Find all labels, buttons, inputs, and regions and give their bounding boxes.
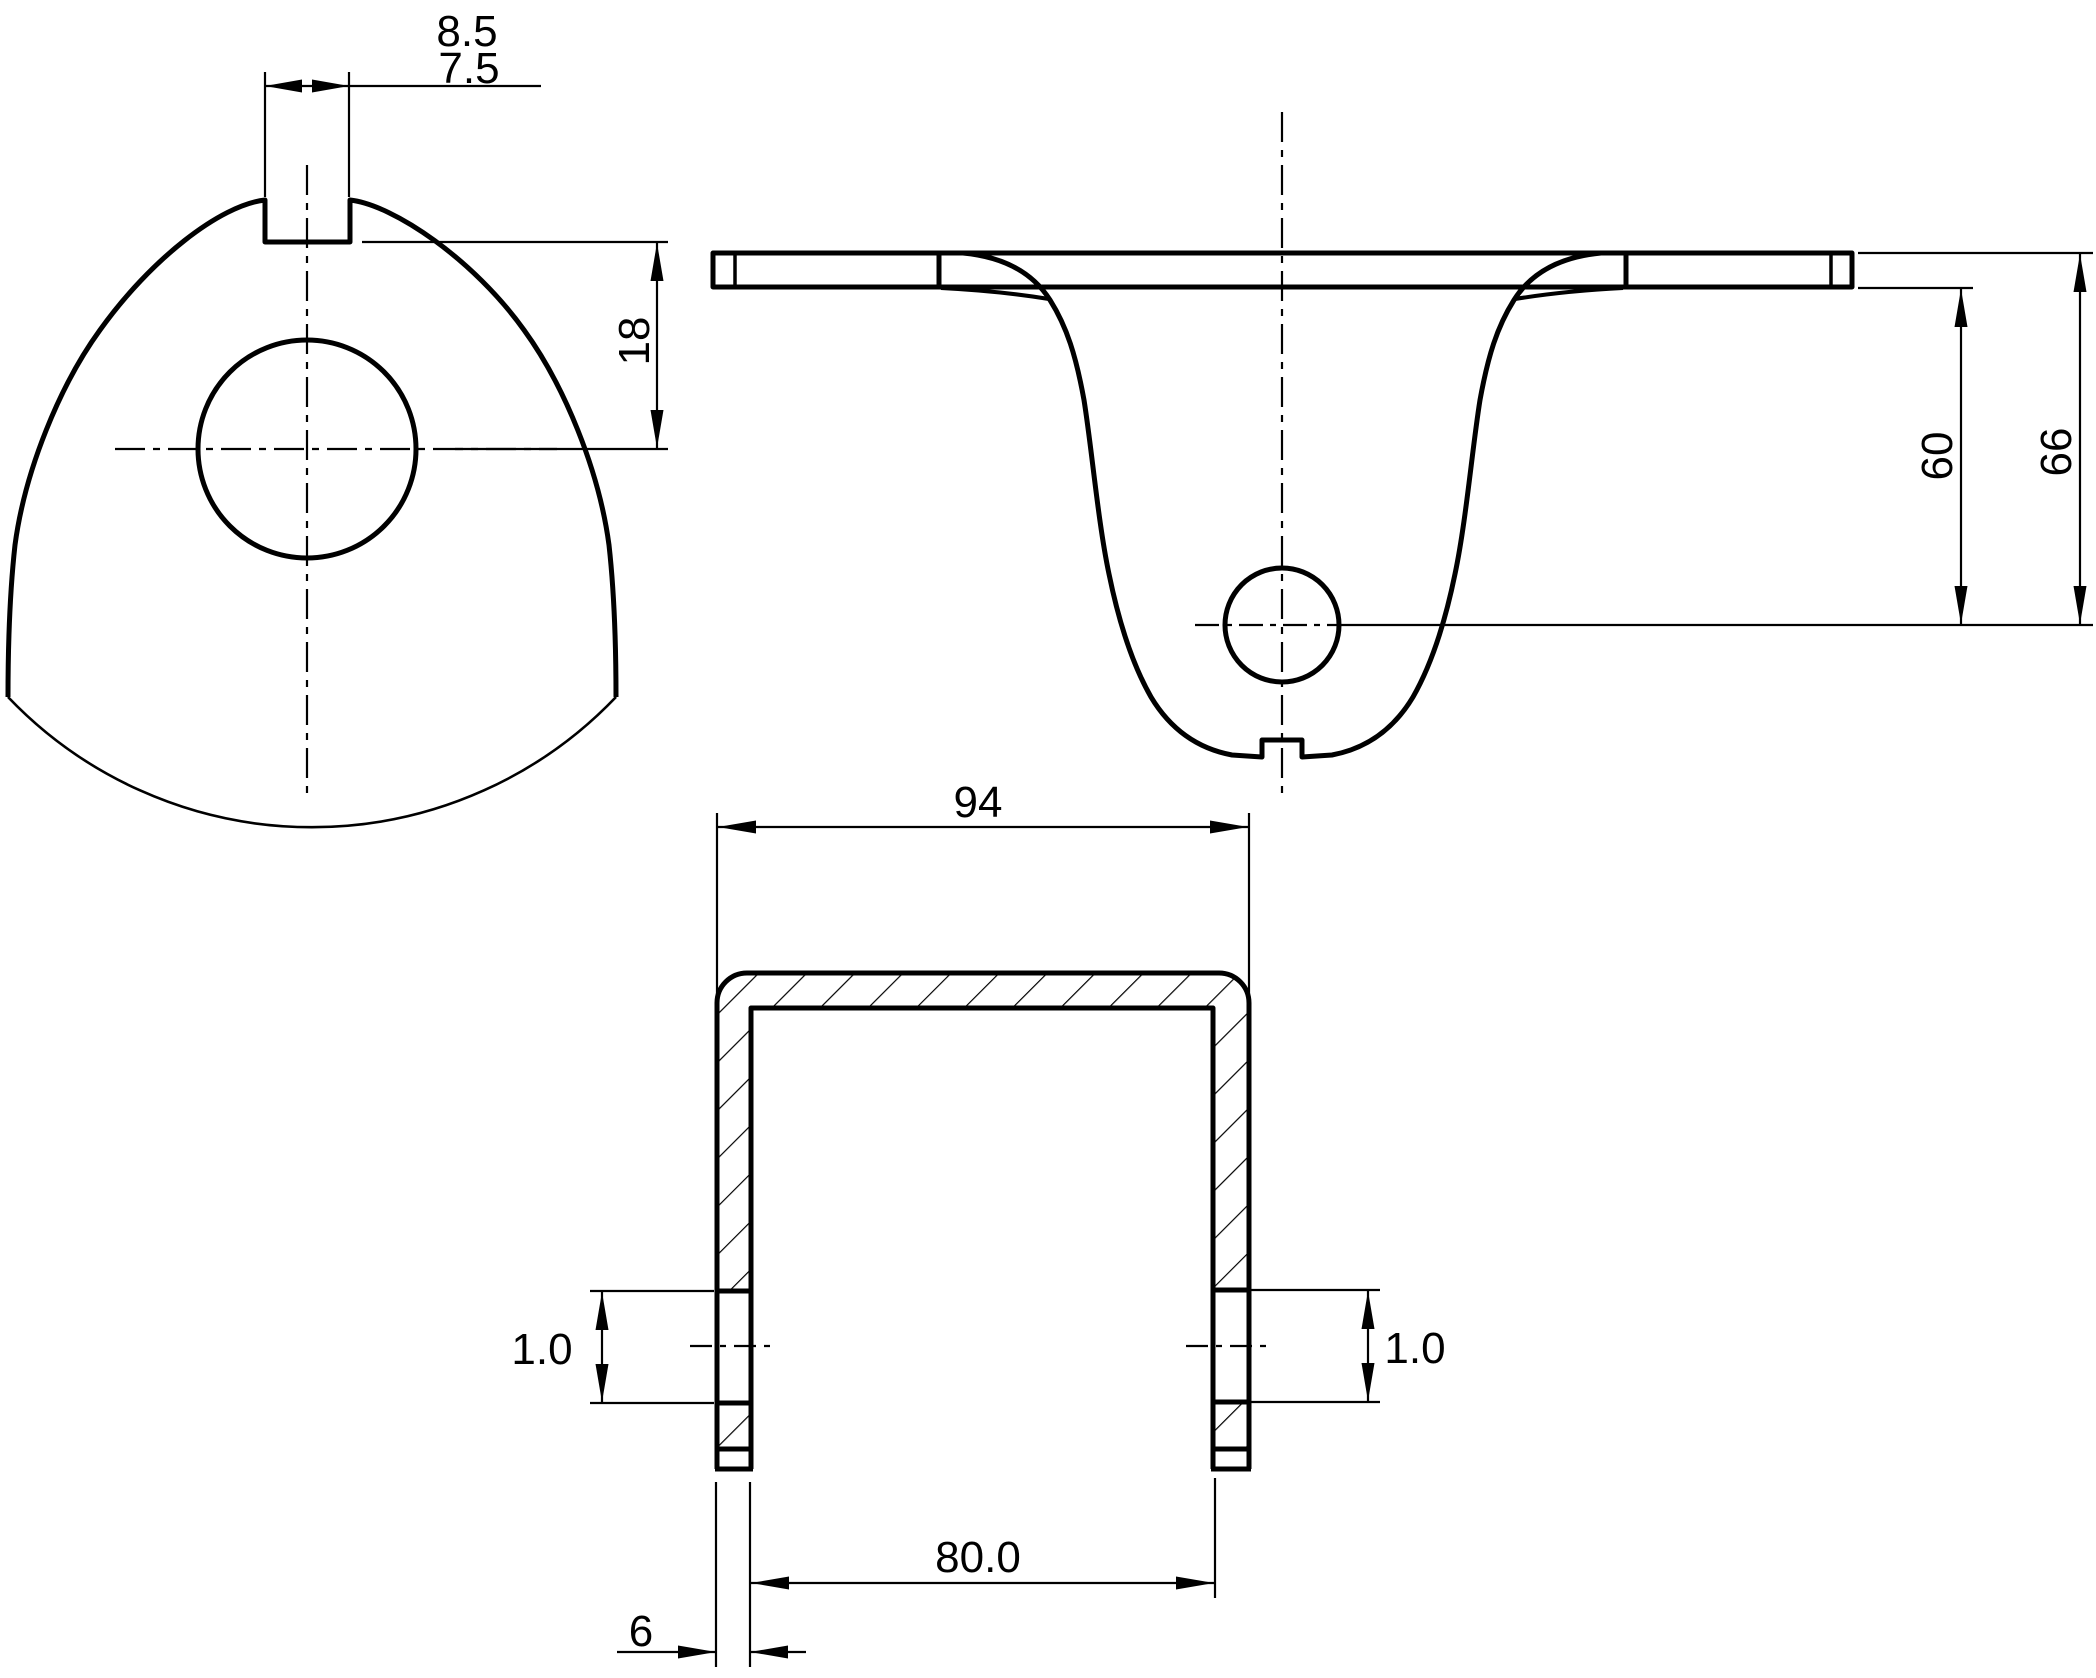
- arrowhead-pointing-right: [678, 1645, 716, 1659]
- dimension-18: 18: [362, 240, 668, 451]
- dimension-60-66: 60 66: [1350, 251, 2093, 627]
- hatch-region-right-leg: [1213, 1402, 1249, 1449]
- dimension-label-60: 60: [1913, 432, 1962, 481]
- dimension-label: 18: [610, 317, 659, 366]
- arrowhead-left: [265, 79, 302, 93]
- front-view-plate: [710, 250, 1855, 290]
- dimension-label-66: 66: [2032, 428, 2081, 477]
- arrowhead-up: [2073, 254, 2087, 292]
- dimension-label: 80.0: [935, 1533, 1021, 1582]
- arrowhead-right: [312, 79, 349, 93]
- dimension-slot-width: 8.5 7.5: [263, 7, 541, 197]
- dimension-label: 94: [954, 778, 1003, 827]
- dimension-label: 1.0: [511, 1325, 572, 1374]
- arrowhead-down: [2073, 586, 2087, 624]
- arrowhead-right: [1176, 1576, 1214, 1590]
- arrowhead-up: [595, 1292, 609, 1330]
- arrowhead-pointing-left: [750, 1645, 788, 1659]
- hatch-region-top: [717, 973, 1249, 1291]
- arrowhead-up: [650, 243, 664, 281]
- dimension-80: 80.0: [748, 1478, 1217, 1667]
- section-view: [690, 970, 1273, 1472]
- dimension-6: 6: [617, 1482, 806, 1667]
- arrowhead-up: [1361, 1291, 1375, 1329]
- dimension-left-gap: 1.0: [511, 1289, 714, 1405]
- arrowhead-left: [751, 1576, 789, 1590]
- dimension-label-upper: 8.5: [436, 7, 497, 56]
- arrowhead-down: [595, 1364, 609, 1402]
- side-view-bottom-arc: [7, 696, 617, 829]
- dimension-label: 1.0: [1384, 1324, 1445, 1373]
- front-view: [710, 112, 1855, 795]
- arrowhead-right: [1210, 820, 1248, 834]
- channel-outer-outline: [714, 970, 1252, 1469]
- side-view: [5, 165, 619, 829]
- dimension-label-lower: 7.5: [438, 44, 499, 93]
- dimension-94: 94: [715, 778, 1251, 1005]
- channel-inner-outline: [748, 1005, 1216, 1469]
- arrowhead-down: [1954, 586, 1968, 624]
- arrowhead-down: [1361, 1363, 1375, 1401]
- side-view-outline: [5, 197, 619, 698]
- arrowhead-left: [718, 820, 756, 834]
- arrowhead-up: [1954, 289, 1968, 327]
- arrowhead-down: [650, 410, 664, 448]
- hatch-region-left-leg: [717, 1403, 751, 1449]
- dimension-label: 6: [629, 1607, 653, 1656]
- dimension-right-gap: 1.0: [1251, 1288, 1446, 1404]
- bend-inner-curve-left: [940, 286, 1050, 301]
- bend-inner-curve-right: [1514, 286, 1624, 301]
